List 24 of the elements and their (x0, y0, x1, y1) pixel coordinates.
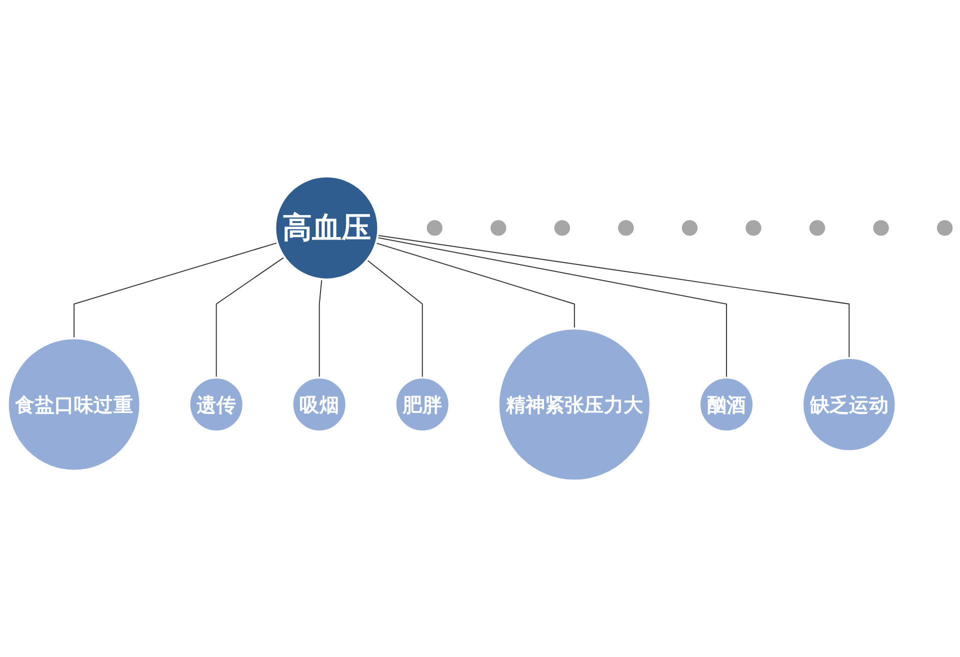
node-circle (873, 220, 889, 236)
node-circle (618, 220, 634, 236)
node-circle (426, 220, 442, 236)
node-circle: 缺乏运动 (802, 356, 897, 452)
node-circle (490, 220, 506, 236)
node-circle: 食盐口味过重 (6, 337, 142, 472)
node-circle: 酗酒 (698, 376, 754, 432)
connector (366, 260, 423, 378)
node-circle: 精神紧张压力大 (497, 328, 652, 482)
node-circle: 遗传 (188, 376, 244, 432)
node-circle (682, 220, 698, 236)
node-circle (936, 220, 953, 236)
node-circle: 高血压 (274, 175, 380, 280)
node-circle: 肥胖 (394, 376, 450, 432)
node-circle (809, 220, 826, 236)
connector (216, 256, 285, 378)
node-circle: 吸烟 (291, 376, 348, 432)
connector (375, 242, 575, 329)
connector (318, 278, 322, 378)
node-circle (554, 220, 570, 236)
node-circle (746, 220, 762, 236)
connector (74, 242, 278, 339)
connector (376, 237, 727, 378)
connector (377, 234, 850, 358)
